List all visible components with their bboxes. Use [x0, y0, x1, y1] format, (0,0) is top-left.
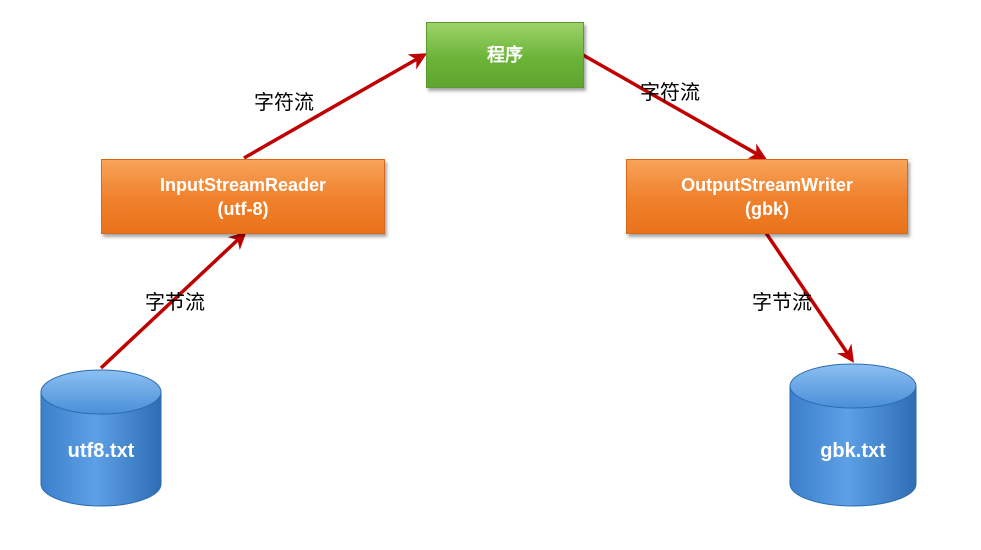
- arrow-program-to-writer: [582, 53, 768, 160]
- writer-label-line1: OutputStreamWriter: [681, 174, 853, 195]
- edge-label-writer-to-target: 字节流: [752, 290, 812, 314]
- edge-label-program-to-writer: 字符流: [640, 80, 700, 104]
- reader-label-line2: (utf-8): [217, 198, 269, 219]
- target-file-cylinder: [789, 363, 917, 507]
- program-box: 程序: [426, 22, 584, 88]
- edge-label-reader-to-program: 字符流: [254, 90, 314, 114]
- writer-label-line2: (gbk): [745, 198, 789, 219]
- output-stream-writer-box: OutputStreamWriter (gbk): [626, 159, 908, 234]
- source-file-cylinder: [40, 369, 162, 507]
- target-file-label: gbk.txt: [820, 440, 886, 462]
- arrow-source-to-reader: [99, 231, 247, 370]
- arrow-writer-to-target: [764, 232, 854, 363]
- reader-label-line1: InputStreamReader: [159, 174, 327, 195]
- source-file-label: utf8.txt: [67, 440, 135, 462]
- program-label: 程序: [487, 45, 523, 65]
- edge-label-source-to-reader: 字节流: [145, 290, 205, 314]
- arrow-reader-to-program: [243, 53, 428, 160]
- input-stream-reader-box: InputStreamReader (utf-8): [101, 159, 385, 234]
